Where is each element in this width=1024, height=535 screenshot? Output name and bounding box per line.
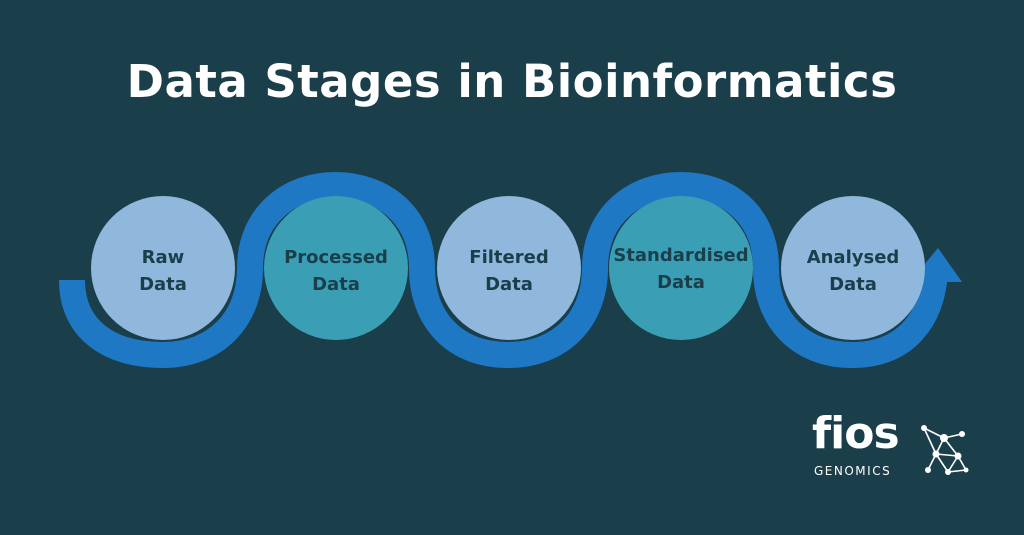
stage-standardised-data: Standardised Data	[609, 196, 753, 340]
fios-genomics-logo: fios GENOMICS	[812, 408, 972, 490]
logo-subtitle: GENOMICS	[814, 464, 892, 478]
stage-filtered-data: Filtered Data	[437, 196, 581, 340]
stage-label-line2: Data	[657, 272, 705, 293]
flow-arrow-path	[59, 171, 948, 369]
stage-label-line1: Processed	[284, 247, 388, 268]
stage-analysed-data: Analysed Data	[781, 196, 925, 340]
stage-label-line2: Data	[829, 274, 877, 295]
page-title: Data Stages in Bioinformatics	[126, 55, 898, 108]
network-icon	[921, 425, 969, 475]
stage-label-line1: Analysed	[807, 247, 900, 268]
logo-wordmark: fios	[812, 408, 900, 459]
stage-label-line1: Raw	[142, 247, 185, 268]
stage-processed-data: Processed Data	[264, 196, 408, 340]
stage-label-line1: Standardised	[613, 245, 748, 266]
stage-label-line1: Filtered	[469, 247, 548, 268]
stage-raw-data: Raw Data	[91, 196, 235, 340]
stage-label-line2: Data	[485, 274, 533, 295]
stage-label-line2: Data	[139, 274, 187, 295]
stage-label-line2: Data	[312, 274, 360, 295]
